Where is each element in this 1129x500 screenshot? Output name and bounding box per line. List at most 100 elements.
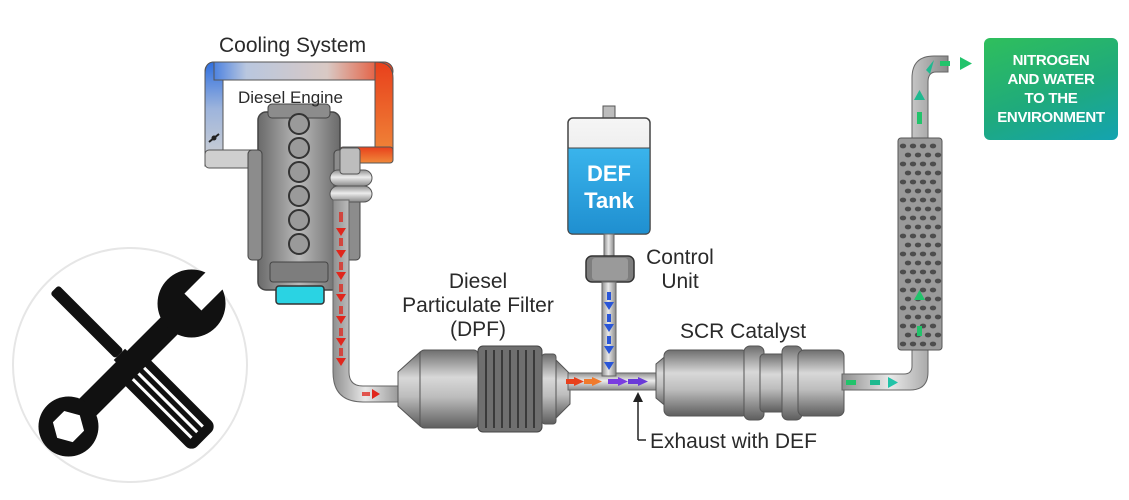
scr-catalyst-label: SCR Catalyst — [680, 320, 807, 343]
muffler-hole — [924, 206, 932, 212]
muffler-hole — [914, 224, 922, 230]
muffler-hole — [919, 287, 927, 293]
environment-label: NITROGEN AND WATER TO THE ENVIRONMENT — [997, 52, 1105, 126]
muffler-hole — [934, 296, 942, 302]
muffler-hole — [899, 341, 907, 347]
muffler-hole — [904, 188, 912, 194]
muffler-hole — [909, 215, 917, 221]
muffler-hole — [924, 242, 932, 248]
muffler-hole — [919, 161, 927, 167]
muffler-hole — [904, 242, 912, 248]
muffler-hole — [919, 233, 927, 239]
muffler-hole — [924, 224, 932, 230]
muffler-hole — [899, 143, 907, 149]
dpf-label: Diesel Particulate Filter (DPF) — [392, 270, 564, 342]
muffler-hole — [919, 251, 927, 257]
muffler-hole — [904, 260, 912, 266]
muffler-hole — [904, 224, 912, 230]
muffler-hole — [924, 260, 932, 266]
muffler-hole — [909, 197, 917, 203]
muffler-hole — [899, 179, 907, 185]
muffler-hole — [909, 143, 917, 149]
muffler-hole — [934, 242, 942, 248]
muffler-hole — [904, 296, 912, 302]
control-unit-label: Control Unit — [638, 246, 722, 294]
gauge-icon — [208, 133, 220, 143]
muffler-hole — [904, 332, 912, 338]
muffler-hole — [909, 161, 917, 167]
muffler-hole — [929, 251, 937, 257]
muffler-hole — [904, 314, 912, 320]
exhaust-with-def-pointer — [633, 392, 646, 441]
muffler-hole — [924, 314, 932, 320]
diesel-engine-label: Diesel Engine — [238, 88, 343, 107]
muffler-hole — [934, 206, 942, 212]
muffler-hole — [914, 314, 922, 320]
muffler-hole — [909, 341, 917, 347]
control-unit-label-line2: Unit — [661, 270, 699, 293]
muffler-hole — [929, 233, 937, 239]
muffler-hole — [899, 233, 907, 239]
muffler-hole — [929, 179, 937, 185]
muffler-hole — [934, 224, 942, 230]
muffler-hole — [934, 278, 942, 284]
control-unit-label-line1: Control — [646, 246, 714, 269]
muffler-hole — [899, 251, 907, 257]
diesel-engine — [247, 103, 373, 305]
muffler-hole — [914, 206, 922, 212]
muffler-hole — [909, 287, 917, 293]
dpf-label-line2: Particulate Filter — [402, 294, 554, 317]
tailpipe — [841, 55, 972, 391]
muffler-hole — [899, 215, 907, 221]
muffler-hole — [919, 341, 927, 347]
muffler-hole — [919, 305, 927, 311]
muffler-hole — [909, 179, 917, 185]
muffler-hole — [914, 242, 922, 248]
muffler-hole — [904, 152, 912, 158]
muffler-hole — [924, 296, 932, 302]
muffler-hole — [904, 170, 912, 176]
muffler-hole — [929, 305, 937, 311]
muffler-hole — [934, 152, 942, 158]
muffler-hole — [934, 332, 942, 338]
muffler-hole — [904, 206, 912, 212]
muffler-hole — [899, 161, 907, 167]
def-tank-label: DEF Tank — [573, 160, 645, 214]
muffler-hole — [909, 251, 917, 257]
muffler-hole — [919, 179, 927, 185]
muffler-hole — [929, 143, 937, 149]
muffler-hole — [899, 287, 907, 293]
environment-box: NITROGEN AND WATER TO THE ENVIRONMENT — [984, 38, 1118, 140]
def-tank — [567, 105, 651, 257]
muffler-hole — [924, 188, 932, 194]
muffler-hole — [924, 152, 932, 158]
muffler-hole — [919, 215, 927, 221]
muffler-hole — [899, 323, 907, 329]
muffler-hole — [929, 197, 937, 203]
muffler-hole — [909, 305, 917, 311]
muffler-hole — [914, 170, 922, 176]
def-tank-label-line1: DEF — [587, 161, 631, 186]
muffler-hole — [914, 278, 922, 284]
muffler-hole — [899, 197, 907, 203]
muffler-hole — [924, 332, 932, 338]
cooling-system-label: Cooling System — [219, 34, 367, 57]
muffler-hole — [919, 269, 927, 275]
dpf-label-line3: (DPF) — [450, 318, 506, 341]
muffler-hole — [904, 278, 912, 284]
muffler-hole — [914, 260, 922, 266]
muffler-hole — [919, 143, 927, 149]
exhaust-with-def-label: Exhaust with DEF — [650, 430, 817, 453]
muffler-hole — [909, 233, 917, 239]
diesel-particulate-filter — [397, 345, 571, 433]
muffler-hole — [914, 152, 922, 158]
muffler-hole — [929, 323, 937, 329]
muffler-hole — [929, 161, 937, 167]
muffler-hole — [924, 170, 932, 176]
muffler-hole — [909, 269, 917, 275]
wrench-and-screwdriver-icon — [12, 247, 248, 483]
muffler-hole — [909, 323, 917, 329]
muffler-hole — [899, 269, 907, 275]
def-tank-label-line2: Tank — [584, 188, 634, 213]
